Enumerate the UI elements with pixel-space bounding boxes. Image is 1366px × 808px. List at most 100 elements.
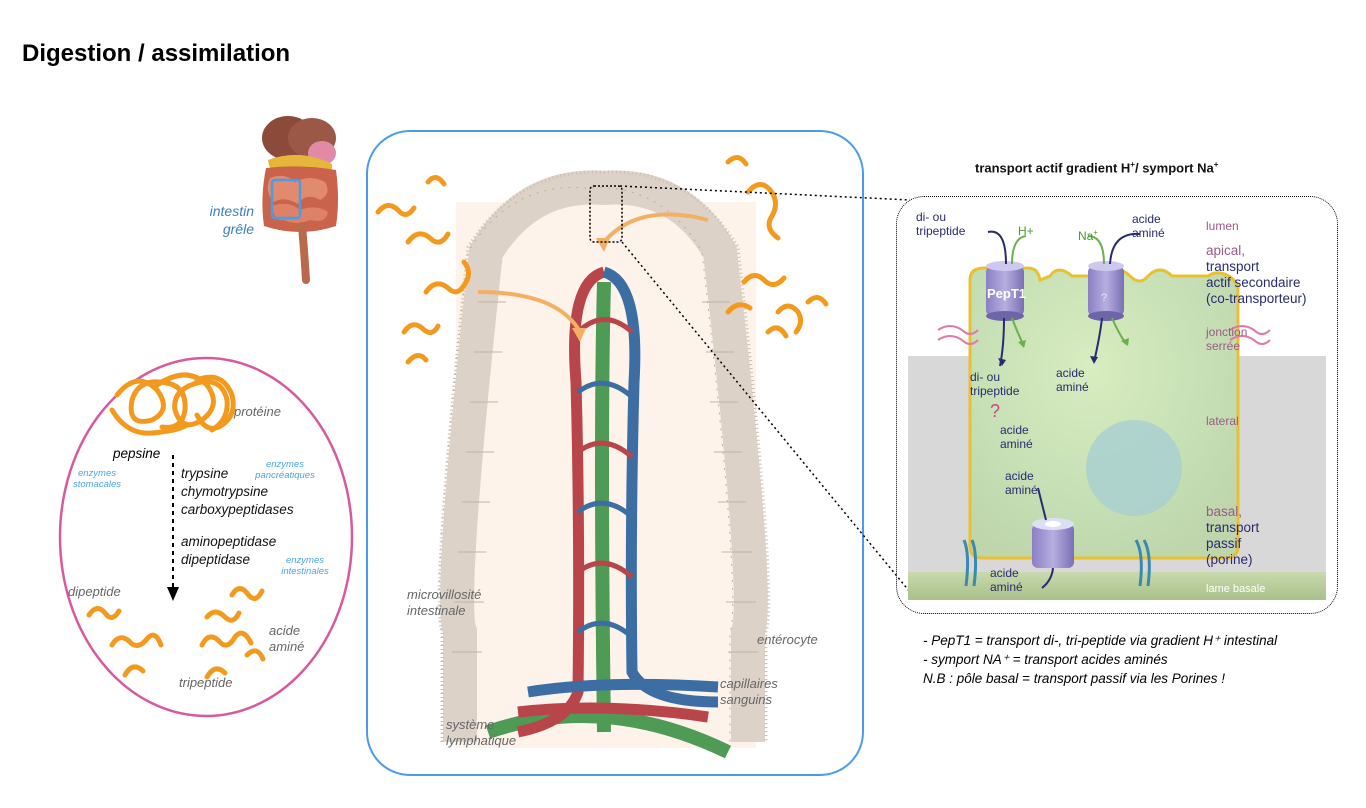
pept1-label: PepT1 <box>987 286 1027 301</box>
amino-acid-lumen-label: acide aminé <box>1132 212 1165 240</box>
h-plus-label: H+ <box>1018 224 1034 238</box>
gastric-enzymes-line2: stomacales <box>72 479 122 490</box>
protein-label: protéine <box>234 404 281 419</box>
enterocyte-label: entérocyte <box>757 632 818 647</box>
page-title: Digestion / assimilation <box>22 40 291 67</box>
pancreatic-enzymes-line2: pancréatiques <box>255 470 315 481</box>
basal-line3: passif <box>1206 536 1242 551</box>
enzyme-chymotrypsine: chymotrypsine <box>181 484 269 499</box>
transport-heading-sup1: + <box>1130 160 1135 169</box>
lower-aa-line2: aminé <box>1000 437 1033 451</box>
basal-aa-line1: acide <box>990 566 1019 580</box>
amino-acid-after-hydrolysis-label: acide aminé <box>1000 423 1033 451</box>
transport-heading: transport actif gradient H+/ symport Na+ <box>975 160 1218 175</box>
villus-panel <box>366 130 864 776</box>
apical-line2: transport <box>1206 259 1260 274</box>
villus-epithelium <box>440 170 768 742</box>
protein-tangle <box>109 372 236 436</box>
apical-line3: actif secondaire <box>1206 275 1301 290</box>
amino-acid-basal-approach-label: acide aminé <box>1005 469 1038 497</box>
note-symport: - symport NA⁺ = transport acides aminés <box>923 652 1168 667</box>
basal-aa-line2: aminé <box>990 580 1023 594</box>
microvillus-line2: intestinale <box>407 603 466 618</box>
enzyme-dipeptidase: dipeptidase <box>181 552 251 567</box>
inner-di-tri-line1: di- ou <box>970 370 1001 384</box>
amino-acid-basal-label: acide aminé <box>990 566 1023 594</box>
pepsine-label: pepsine <box>113 446 161 461</box>
side-label-apical: apical, transport actif secondaire (co-t… <box>1206 243 1307 307</box>
enterocyte-transport-illustration <box>908 230 1326 600</box>
transport-notes: - PepT1 = transport di-, tri-peptide via… <box>923 631 1277 688</box>
intestinal-enzymes-line2: intestinales <box>281 566 329 577</box>
enzyme-trypsine: trypsine <box>181 466 229 481</box>
amino-acid-cell-label: acide aminé <box>1056 366 1089 394</box>
protein-digestion-drawing <box>58 356 354 718</box>
small-intestine-label: intestin grêle <box>200 202 254 238</box>
villus-drawing-area <box>368 132 862 774</box>
small-intestine-label-line1: intestin <box>209 203 254 219</box>
lymphatic-line1: système <box>446 717 495 732</box>
side-label-jonction: jonction serrée <box>1206 325 1247 353</box>
enzyme-carboxypeptidases: carboxypeptidases <box>181 502 294 517</box>
cell-nucleus <box>1086 420 1182 516</box>
side-label-lateral: lateral <box>1206 414 1239 428</box>
transport-heading-part1: transport actif gradient H <box>975 160 1131 176</box>
di-tri-peptide-lumen-label: di- ou tripeptide <box>916 210 965 238</box>
pancreatic-enzymes-line1: enzymes <box>265 459 304 470</box>
basal-line4: (porine) <box>1206 552 1253 567</box>
capillaries-label: capillaires sanguins <box>720 676 778 708</box>
intestinal-enzyme-list: aminopeptidase dipeptidase <box>181 533 276 569</box>
lymphatic-line2: lymphatique <box>446 733 517 748</box>
small-intestine-label-line2: grêle <box>222 221 254 237</box>
lower-aa2-line1: acide <box>1005 469 1034 483</box>
dipeptide-label: dipeptide <box>68 584 121 599</box>
side-label-lumen: lumen <box>1206 219 1239 233</box>
pancreatic-enzymes-label: enzymes pancréatiques <box>245 459 325 481</box>
inner-di-tri-line2: tripeptide <box>970 384 1020 398</box>
tight-junctions <box>937 325 1271 345</box>
inner-aa-line1: acide <box>1056 366 1085 380</box>
lymphatic-vessel <box>595 281 611 733</box>
digestive-system-illustration <box>262 116 338 284</box>
aa-lumen-line1: acide <box>1132 212 1161 226</box>
transport-panel <box>896 196 1338 614</box>
na-sup: + <box>1093 228 1099 237</box>
aa-lumen-line2: aminé <box>1132 226 1165 240</box>
side-label-lame-basale: lame basale <box>1206 583 1266 595</box>
lymphatic-label: système lymphatique <box>446 717 516 749</box>
jonction-line1: jonction <box>1206 325 1248 339</box>
basal-line1: basal, <box>1206 504 1243 519</box>
intestinal-enzymes-label: enzymes intestinales <box>269 555 341 577</box>
di-tri-peptide-cell-label: di- ou tripeptide <box>970 370 1019 398</box>
enterocyte-transport-figure <box>908 206 1326 600</box>
amino-acid-label: acide aminé <box>269 623 304 655</box>
jonction-line2: serrée <box>1206 339 1241 353</box>
basal-line2: transport <box>1206 520 1260 535</box>
apical-line1: apical, <box>1206 243 1246 258</box>
pept1-transporter <box>986 261 1024 321</box>
zoom-connector <box>619 185 911 593</box>
lower-aa2-line2: aminé <box>1005 483 1038 497</box>
protein-digestion-panel: protéine pepsine enzymes stomacales enzy… <box>57 355 355 719</box>
lower-aa-line1: acide <box>1000 423 1029 437</box>
di-tri-line1: di- ou <box>916 210 947 224</box>
amino-acid-line1: acide <box>269 623 301 638</box>
basal-porin <box>1032 518 1074 568</box>
microvillus-label: microvillosité intestinale <box>407 587 481 619</box>
side-label-basal: basal, transport passif (porine) <box>1206 504 1259 568</box>
intestinal-enzymes-line1: enzymes <box>285 555 324 566</box>
enzyme-aminopeptidase: aminopeptidase <box>181 534 277 549</box>
floating-peptides <box>375 155 829 365</box>
note-pept1: - PepT1 = transport di-, tri-peptide via… <box>923 633 1278 648</box>
microvillus-line1: microvillosité <box>407 587 482 602</box>
zoom-box <box>589 185 623 243</box>
pink-ellipse-frame <box>58 356 354 718</box>
amino-acid-line2: aminé <box>269 639 305 654</box>
peptide-fragments <box>86 586 266 680</box>
villus-illustration <box>375 155 829 759</box>
apical-line4: (co-transporteur) <box>1206 291 1307 306</box>
na-text: Na <box>1078 229 1094 243</box>
note-basal: N.B : pôle basal = transport passif via … <box>923 671 1226 686</box>
transport-heading-sup2: + <box>1213 160 1219 169</box>
gastric-enzymes-label: enzymes stomacales <box>61 468 133 490</box>
